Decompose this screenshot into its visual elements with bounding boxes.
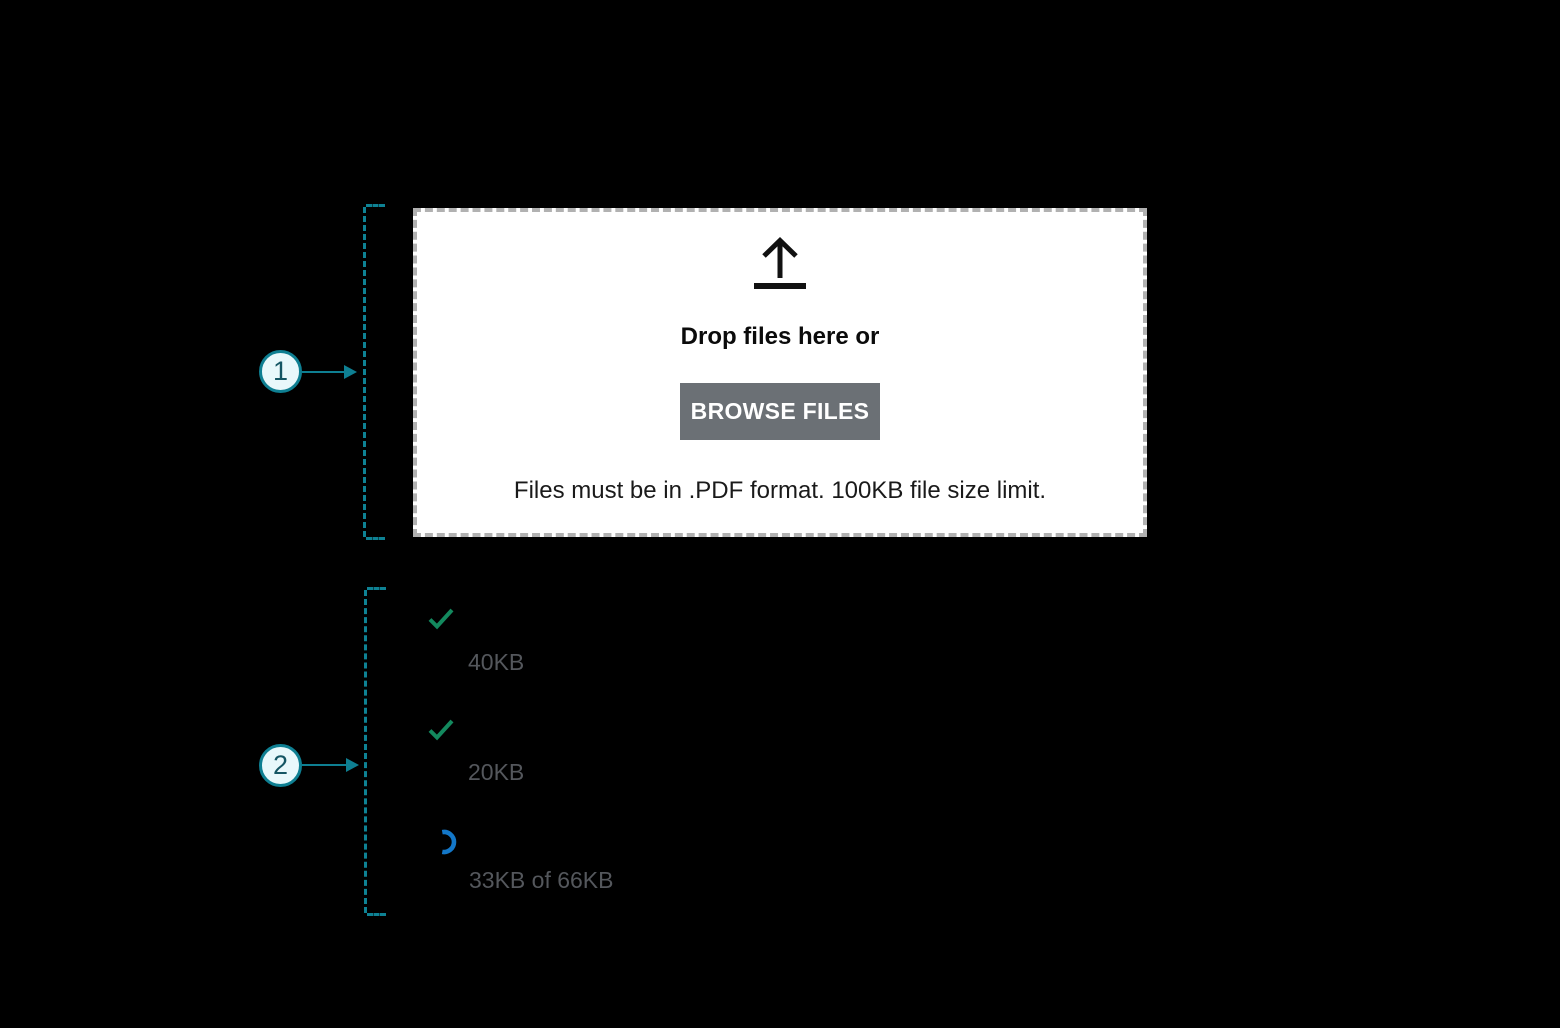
annotation-number: 1 [272, 356, 289, 386]
annotation-arrowhead-2 [346, 758, 359, 772]
dropzone-helper-text: Files must be in .PDF format. 100KB file… [513, 477, 1047, 504]
file-size-label: 20KB [468, 759, 525, 785]
annotation-number: 2 [272, 750, 289, 780]
annotation-arrowhead-1 [344, 365, 357, 379]
upload-arrow-icon [754, 237, 806, 289]
spinner-icon [441, 829, 457, 855]
browse-files-button-label: BROWSE FILES [690, 398, 870, 424]
annotation-bracket-1 [363, 204, 385, 540]
annotation-callout-1: 1 [259, 350, 302, 393]
annotation-callout-2: 2 [259, 744, 302, 787]
file-size-label: 33KB of 66KB [469, 867, 614, 893]
check-icon [428, 608, 454, 630]
annotation-bracket-2 [364, 587, 386, 916]
annotation-arrow-line-2 [302, 764, 347, 766]
dropzone-heading: Drop files here or [680, 323, 880, 350]
check-icon [428, 719, 454, 741]
browse-files-button[interactable]: BROWSE FILES [680, 383, 880, 440]
file-size-label: 40KB [468, 649, 525, 675]
annotation-arrow-line-1 [302, 371, 345, 373]
